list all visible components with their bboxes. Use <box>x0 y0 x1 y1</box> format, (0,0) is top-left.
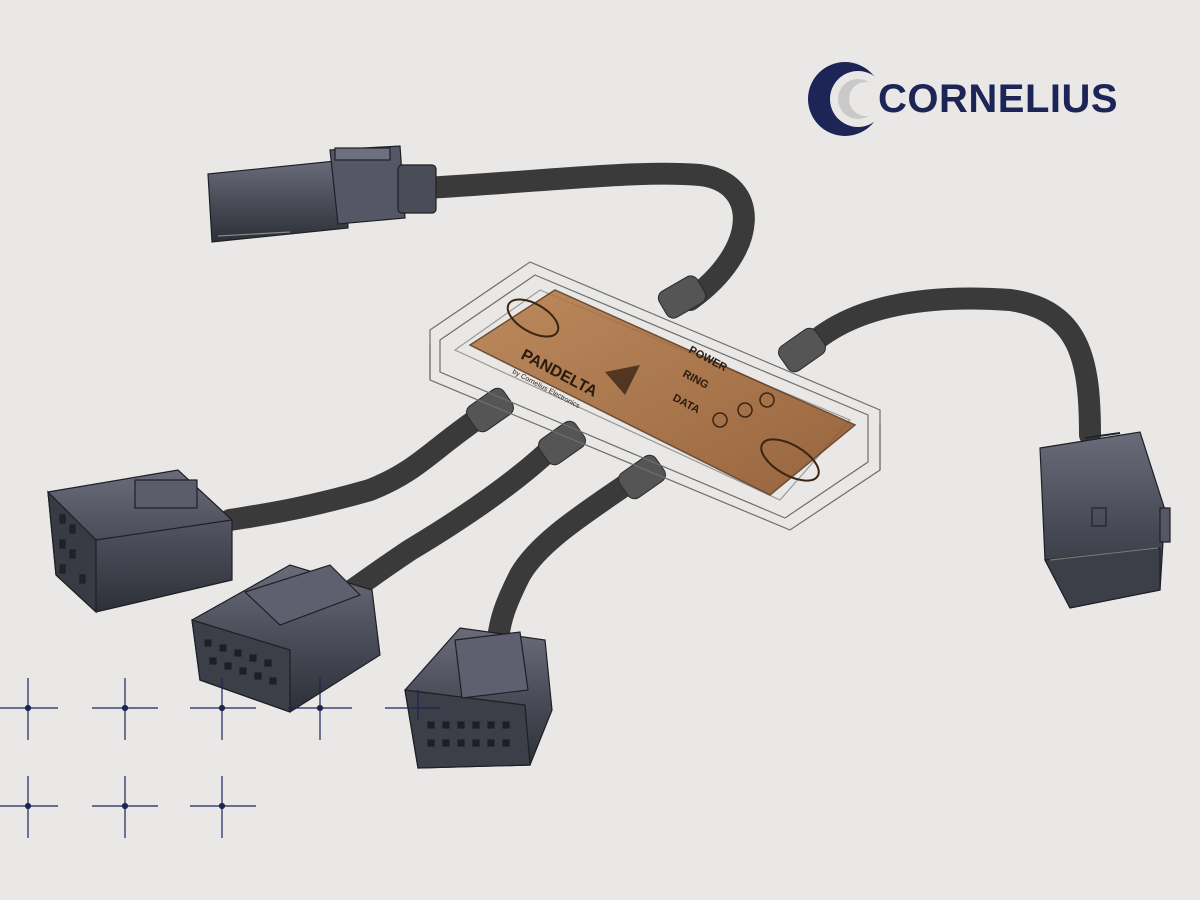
connector-bottom <box>404 627 553 769</box>
connector-right-latch <box>1084 432 1121 439</box>
connector-left <box>47 469 233 614</box>
crosshair-marks <box>0 678 440 838</box>
cable-mid <box>334 429 571 606</box>
strain-reliefs <box>466 275 826 500</box>
connector-top <box>207 145 437 243</box>
pcb-board <box>468 289 857 496</box>
connector-middle <box>191 564 381 713</box>
cable-left <box>219 399 501 531</box>
logo-mark-icon <box>808 62 884 136</box>
cornelius-logo: CORNELIUS <box>806 60 1136 138</box>
cable-bottom <box>487 464 651 651</box>
cable-top <box>414 162 755 311</box>
transparent-housing <box>429 261 881 531</box>
cable-right <box>789 287 1101 446</box>
brand-name: CORNELIUS <box>878 77 1119 121</box>
connector-right <box>1039 431 1171 609</box>
cables <box>219 162 1101 651</box>
